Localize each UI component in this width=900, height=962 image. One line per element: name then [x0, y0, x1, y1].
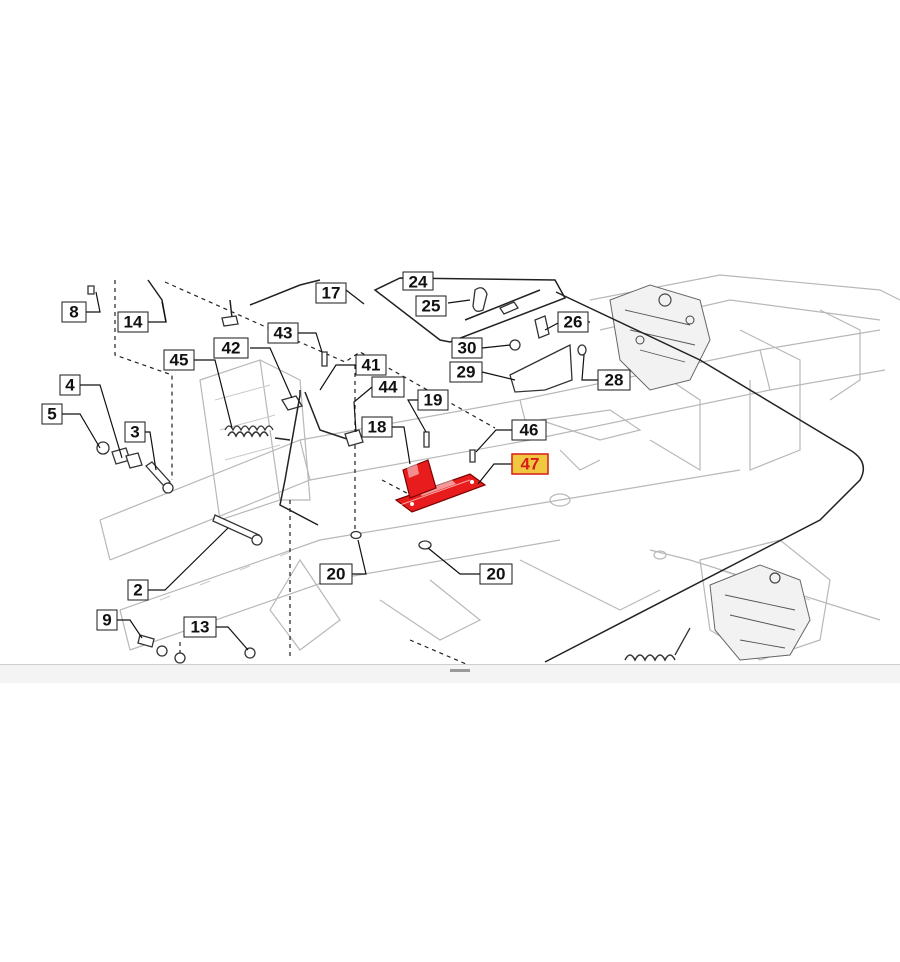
callout-13-text: 13	[191, 618, 210, 637]
callout-26[interactable]: 26	[557, 311, 589, 333]
callout-25-text: 25	[422, 297, 441, 316]
callout-41-text: 41	[362, 356, 381, 375]
callout-14-text: 14	[124, 313, 143, 332]
callout-20-right[interactable]: 20	[479, 563, 513, 585]
viewer-bottom-bar[interactable]	[0, 664, 900, 683]
callout-18[interactable]: 18	[361, 416, 393, 438]
parts	[87, 279, 587, 664]
control-cable	[544, 291, 865, 663]
callout-17-text: 17	[322, 284, 341, 303]
callout-47[interactable]: 47	[511, 453, 549, 475]
callout-4-text: 4	[65, 376, 75, 395]
callout-13[interactable]: 13	[183, 616, 217, 638]
callout-9[interactable]: 9	[96, 609, 118, 631]
callout-29[interactable]: 29	[449, 361, 483, 383]
spring-part	[224, 425, 274, 432]
callout-20-right-text: 20	[487, 565, 506, 584]
callout-43-text: 43	[274, 324, 293, 343]
callout-2-text: 2	[133, 581, 142, 600]
callout-28-text: 28	[605, 371, 624, 390]
callout-9-text: 9	[102, 611, 111, 630]
callout-47-text: 47	[521, 455, 540, 474]
callout-46[interactable]: 46	[511, 419, 547, 441]
callout-41[interactable]: 41	[355, 354, 387, 376]
callout-45-text: 45	[170, 351, 189, 370]
callout-3[interactable]: 3	[124, 421, 146, 443]
transmission-detail	[609, 284, 811, 662]
callout-30[interactable]: 30	[451, 337, 483, 359]
callout-17[interactable]: 17	[315, 282, 347, 304]
callout-46-text: 46	[520, 421, 539, 440]
callout-2[interactable]: 2	[127, 579, 149, 601]
callout-26-text: 26	[564, 313, 583, 332]
callout-5[interactable]: 5	[41, 403, 63, 425]
callout-19[interactable]: 19	[417, 389, 449, 411]
callout-19-text: 19	[424, 391, 443, 410]
callout-28[interactable]: 28	[597, 369, 631, 391]
callout-24[interactable]: 24	[402, 271, 434, 292]
resize-grip-icon[interactable]	[450, 669, 470, 672]
callout-24-text: 24	[409, 273, 428, 292]
callout-44[interactable]: 44	[371, 376, 405, 398]
callout-42-text: 42	[222, 339, 241, 358]
callout-8-text: 8	[69, 303, 78, 322]
callout-44-text: 44	[379, 378, 398, 397]
callout-3-text: 3	[130, 423, 139, 442]
callout-30-text: 30	[458, 339, 477, 358]
callout-5-text: 5	[47, 405, 56, 424]
callout-42[interactable]: 42	[213, 337, 249, 359]
callout-14[interactable]: 14	[117, 311, 149, 333]
leader-lines	[62, 289, 598, 651]
callout-8[interactable]: 8	[61, 301, 87, 323]
callout-20-left[interactable]: 20	[319, 563, 353, 585]
callout-43[interactable]: 43	[267, 322, 299, 344]
callout-29-text: 29	[457, 363, 476, 382]
callout-25[interactable]: 25	[415, 295, 447, 317]
highlighted-part-47[interactable]	[394, 459, 487, 513]
bracket-outline	[373, 277, 567, 343]
callout-45[interactable]: 45	[163, 349, 195, 371]
callout-20-left-text: 20	[327, 565, 346, 584]
callout-4[interactable]: 4	[59, 374, 81, 396]
callout-18-text: 18	[368, 418, 387, 437]
